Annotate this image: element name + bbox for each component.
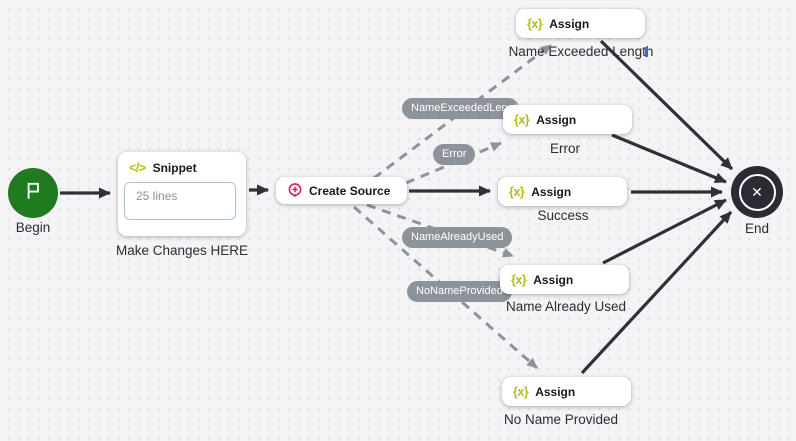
begin-label: Begin bbox=[15, 220, 51, 235]
end-label: End bbox=[744, 221, 770, 236]
assign-icon: {x} bbox=[511, 272, 527, 287]
snippet-node[interactable]: </> Snippet 25 lines bbox=[118, 152, 246, 236]
flag-icon bbox=[22, 180, 44, 207]
edge-no-name-provided-end[interactable] bbox=[580, 210, 733, 375]
assign-caption-name-already-used: Name Already Used bbox=[505, 299, 627, 314]
snippet-caption: Make Changes HERE bbox=[115, 243, 249, 258]
assign-node-name-exceeded[interactable]: {x} Assign bbox=[516, 9, 645, 38]
snippet-title: Snippet bbox=[152, 161, 197, 175]
edge-label-name-already-used[interactable]: NameAlreadyUsed bbox=[402, 227, 513, 248]
assign-title: Assign bbox=[533, 272, 574, 287]
assign-icon: {x} bbox=[509, 184, 525, 199]
assign-caption-error: Error bbox=[550, 141, 580, 156]
assign-node-name-already-used[interactable]: {x} Assign bbox=[500, 265, 629, 294]
assign-node-success[interactable]: {x} Assign bbox=[498, 177, 627, 206]
assign-title: Assign bbox=[536, 112, 577, 127]
create-source-node[interactable]: Create Source bbox=[276, 177, 407, 204]
close-icon: ✕ bbox=[738, 173, 776, 211]
assign-icon: {x} bbox=[513, 384, 529, 399]
assign-node-no-name-provided[interactable]: {x} Assign bbox=[502, 377, 631, 406]
assign-caption-success: Success bbox=[537, 208, 589, 223]
edge-create-source-no-name-provided[interactable] bbox=[353, 205, 538, 370]
edge-label-name-exceeded[interactable]: NameExceededLength bbox=[402, 98, 519, 119]
text-cursor bbox=[645, 47, 648, 57]
assign-title: Assign bbox=[549, 16, 590, 31]
assign-node-error[interactable]: {x} Assign bbox=[503, 105, 632, 134]
pin-plus-icon bbox=[287, 182, 303, 200]
begin-node[interactable] bbox=[8, 168, 58, 218]
snippet-lines-box[interactable]: 25 lines bbox=[124, 182, 236, 220]
edge-label-error[interactable]: Error bbox=[433, 144, 476, 165]
edge-name-exceeded-end[interactable] bbox=[599, 39, 734, 171]
assign-icon: {x} bbox=[514, 112, 530, 127]
edge-create-source-name-exceeded[interactable] bbox=[373, 43, 552, 180]
assign-caption-no-name-provided: No Name Provided bbox=[503, 412, 619, 427]
code-icon: </> bbox=[129, 161, 146, 175]
edge-name-already-used-end[interactable] bbox=[602, 198, 727, 265]
edge-error-end[interactable] bbox=[611, 133, 727, 184]
create-source-title: Create Source bbox=[309, 183, 391, 198]
edge-label-no-name-provided[interactable]: NoNameProvided bbox=[407, 281, 512, 302]
assign-title: Assign bbox=[531, 184, 572, 199]
end-node[interactable]: ✕ bbox=[731, 166, 783, 218]
assign-title: Assign bbox=[535, 384, 576, 399]
assign-icon: {x} bbox=[527, 16, 543, 31]
